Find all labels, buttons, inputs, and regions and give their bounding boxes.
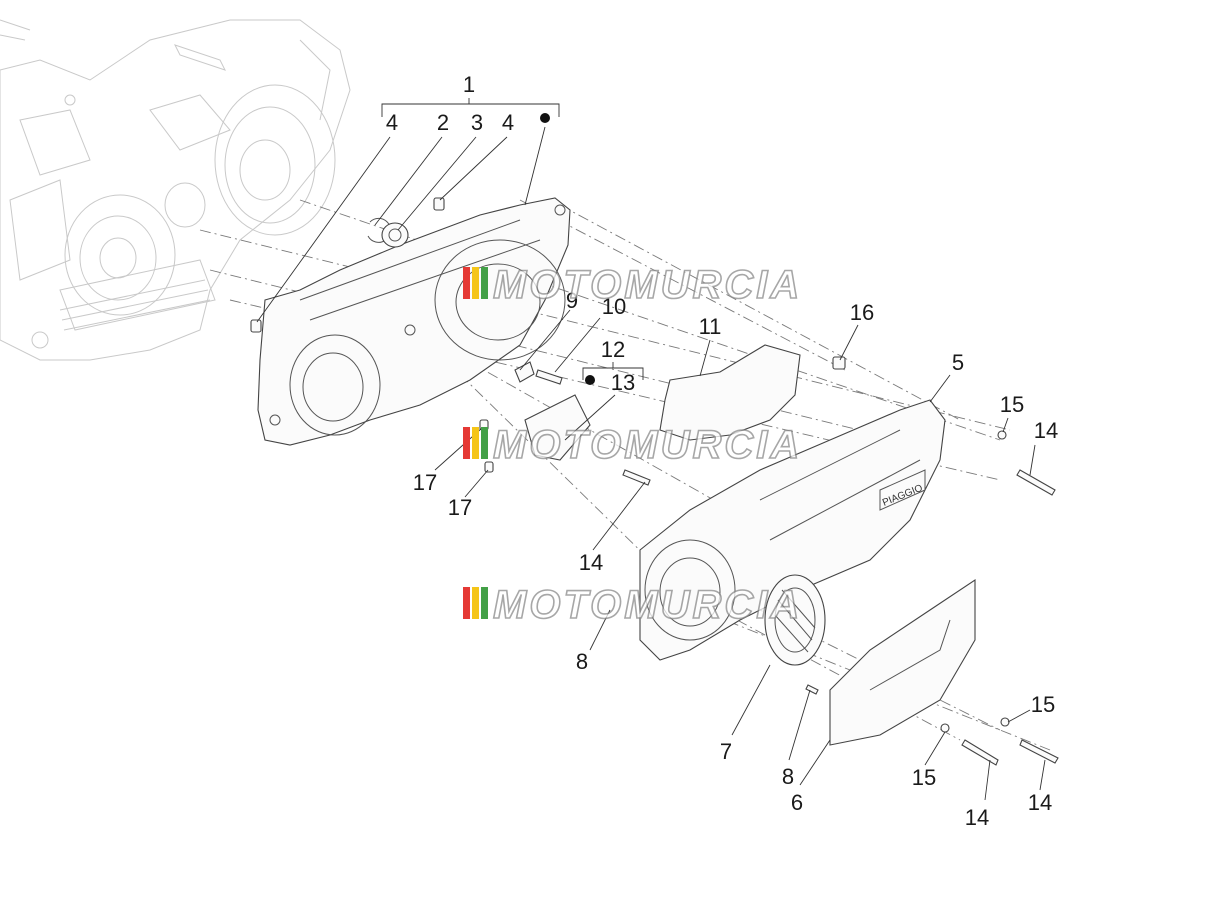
callout-17: 17 xyxy=(448,495,472,520)
callout-8: 8 xyxy=(576,649,588,674)
callout-17: 17 xyxy=(413,470,437,495)
watermark: MOTOMURCIA xyxy=(463,582,802,628)
watermark-text: MOTOMURCIA xyxy=(493,423,802,467)
watermark: MOTOMURCIA xyxy=(463,262,802,308)
callout-11: 11 xyxy=(699,314,722,339)
callout-14: 14 xyxy=(579,550,603,575)
callout-8: 8 xyxy=(782,764,794,789)
watermark-text: MOTOMURCIA xyxy=(493,583,802,627)
callout-13: 13 xyxy=(611,370,635,395)
callout-14: 14 xyxy=(1034,418,1058,443)
inner-transmission-cover xyxy=(257,197,571,446)
callout-1: 1 xyxy=(463,72,475,97)
callout-14: 14 xyxy=(1028,790,1052,815)
callout-labels: 1 4 2 3 4 9 10 11 12 13 16 5 15 14 17 17… xyxy=(386,72,1058,830)
watermark-stripe-red xyxy=(463,427,470,459)
cover-side-panel xyxy=(829,578,976,746)
callout-15: 15 xyxy=(1031,692,1055,717)
kit-indicator-dot xyxy=(540,113,550,123)
watermark-stripe-yellow xyxy=(472,427,479,459)
callout-4: 4 xyxy=(502,110,514,135)
callout-6: 6 xyxy=(791,790,803,815)
sound-deadening-pad xyxy=(659,344,801,441)
tab-washer-and-screw xyxy=(514,361,563,385)
callout-2: 2 xyxy=(437,110,449,135)
watermark-stripe-yellow xyxy=(472,587,479,619)
air-grille xyxy=(764,574,826,666)
callout-16: 16 xyxy=(850,300,874,325)
callout-14: 14 xyxy=(965,805,989,830)
kit-indicator-dot xyxy=(585,375,595,385)
watermark-stripe-green xyxy=(481,267,488,299)
plug xyxy=(832,356,846,370)
callout-12: 12 xyxy=(601,337,625,362)
engine-block-drawing xyxy=(0,19,351,361)
watermark-stripe-yellow xyxy=(472,267,479,299)
callout-15: 15 xyxy=(1000,392,1024,417)
watermark-stripe-red xyxy=(463,587,470,619)
bearing-and-circlip xyxy=(250,197,445,333)
callout-3: 3 xyxy=(471,110,483,135)
outer-transmission-cover: PIAGGIO xyxy=(639,399,946,661)
callout-9: 9 xyxy=(566,288,578,313)
bracket xyxy=(524,394,591,461)
watermark: MOTOMURCIA xyxy=(463,422,802,468)
watermark-text: MOTOMURCIA xyxy=(493,263,802,307)
callout-10: 10 xyxy=(602,294,626,319)
callout-15: 15 xyxy=(912,765,936,790)
leader-lines xyxy=(256,98,1046,801)
callout-5: 5 xyxy=(952,350,964,375)
callout-4: 4 xyxy=(386,110,398,135)
callout-7: 7 xyxy=(720,739,732,764)
watermark-stripe-green xyxy=(481,587,488,619)
screws-and-washers xyxy=(622,430,1059,766)
watermark-stripe-green xyxy=(481,427,488,459)
watermark-stripe-red xyxy=(463,267,470,299)
